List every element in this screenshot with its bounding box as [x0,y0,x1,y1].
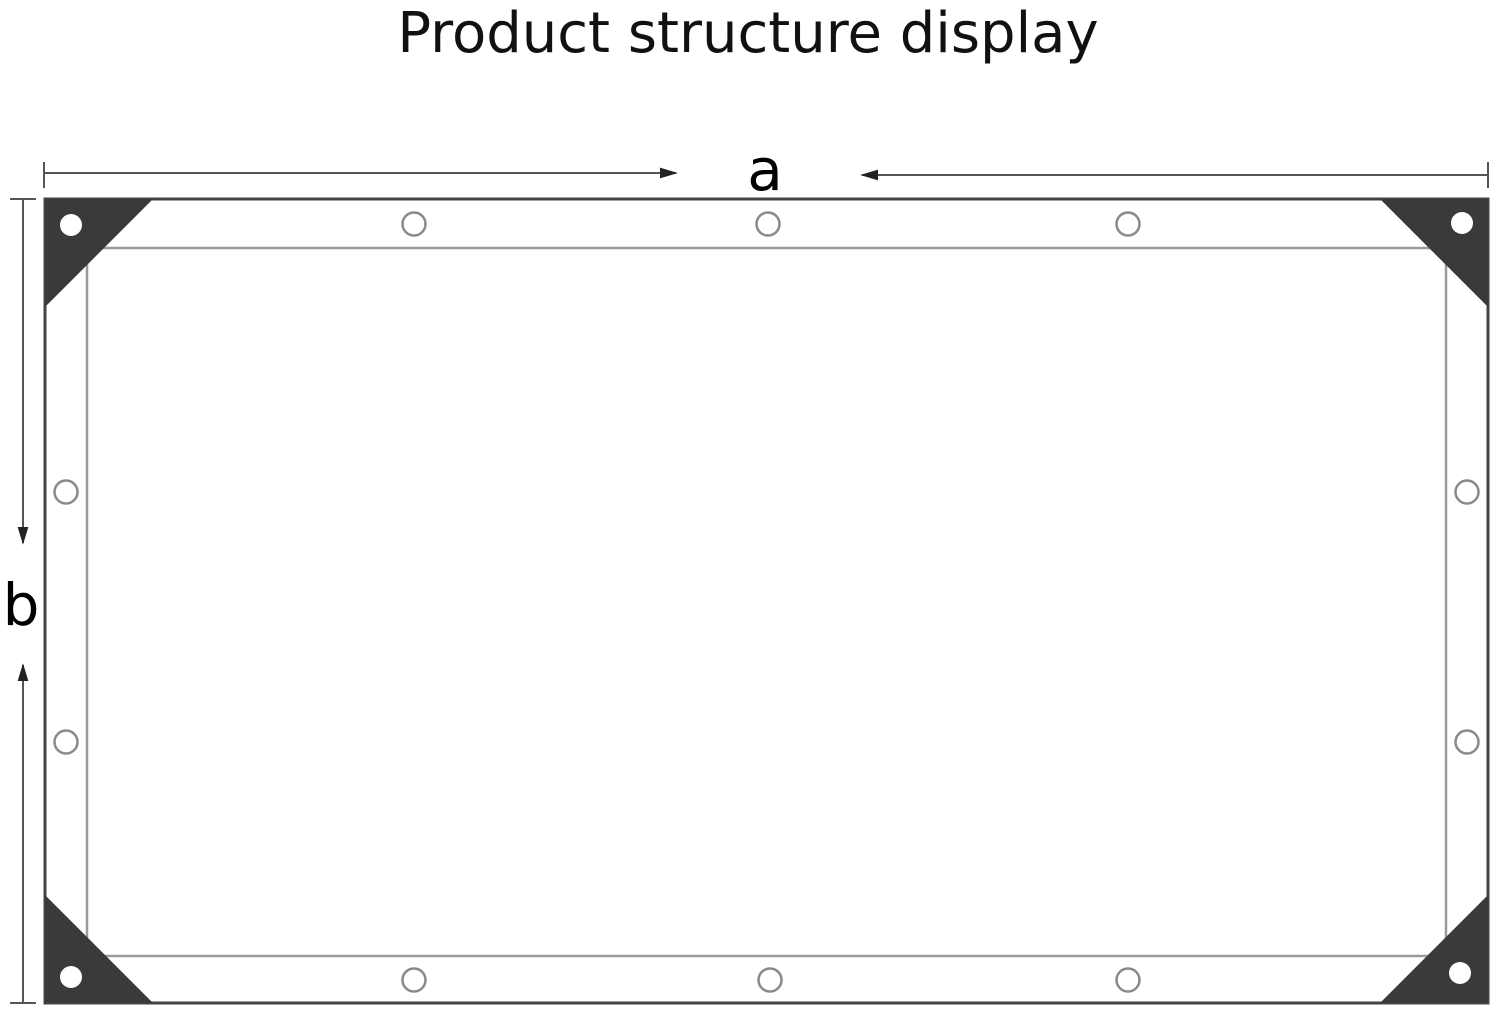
edge-grommet-bottom [757,967,783,993]
corner-grommet-top-right [1451,212,1473,234]
edge-grommet-bottom [1115,967,1141,993]
corner-grommet-bottom-left [60,966,82,988]
tarp-hem-line [85,246,1448,958]
height-dimension: b [3,198,40,1004]
corner-grommet-top-left [60,214,82,236]
edge-grommet-top [1115,211,1141,237]
width-label: a [747,136,783,204]
height-label: b [3,571,40,639]
diagram-title: Product structure display [397,1,1099,66]
edge-grommet-left [53,729,79,755]
corner-grommet-bottom-right [1449,962,1471,984]
edge-grommet-right [1454,479,1480,505]
edge-grommet-top [755,211,781,237]
edge-grommet-left [53,479,79,505]
edge-grommet-top [401,211,427,237]
tarp-outer-edge [43,197,1490,1005]
edge-grommet-right [1454,729,1480,755]
edge-grommet-bottom [401,967,427,993]
width-dimension: a [43,136,1489,204]
